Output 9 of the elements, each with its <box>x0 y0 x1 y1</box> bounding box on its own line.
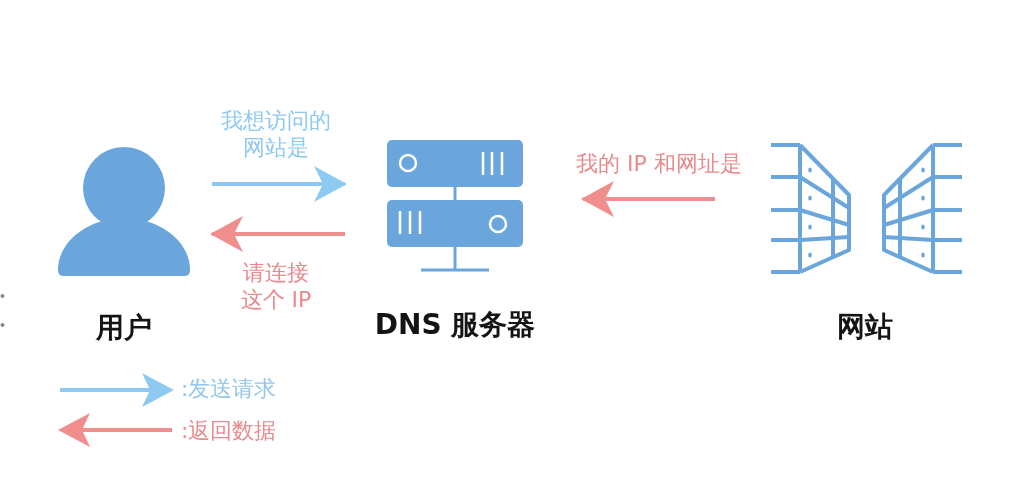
legend-label: :发送请求 <box>181 375 277 402</box>
arrow <box>581 181 715 217</box>
node-label: 用户 <box>96 311 152 345</box>
arrow <box>210 216 345 252</box>
node-label: DNS 服务器 <box>374 308 536 342</box>
edge-label: 我的 IP 和网址是 <box>576 150 742 177</box>
node-label: 网站 <box>837 310 893 344</box>
arrow <box>212 166 347 202</box>
legend-label: :返回数据 <box>181 417 277 444</box>
